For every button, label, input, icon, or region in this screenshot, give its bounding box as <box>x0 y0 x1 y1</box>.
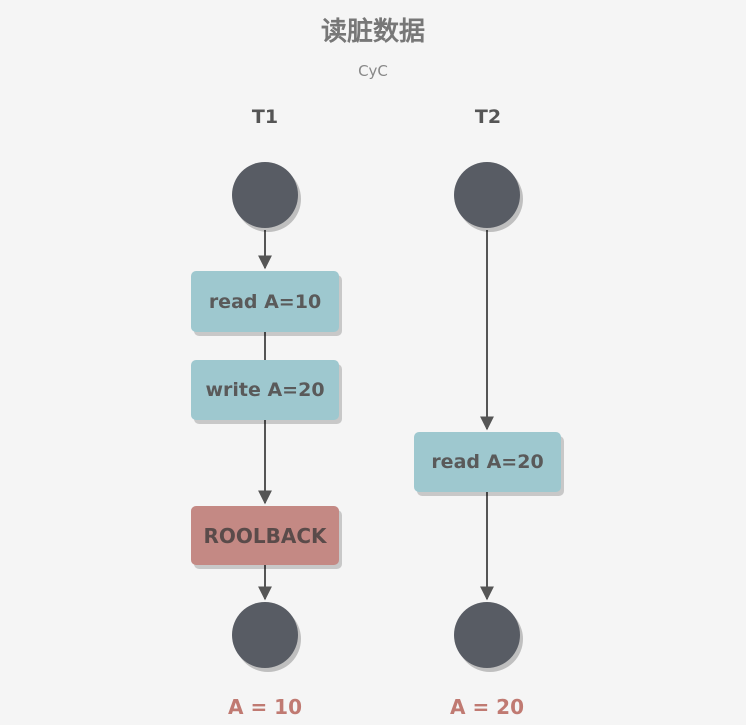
t1-end-node <box>232 602 298 668</box>
t1-read-step: read A=10 <box>191 271 339 332</box>
t1-result: A = 10 <box>228 695 302 719</box>
lane-label-t1: T1 <box>251 106 279 128</box>
t2-result: A = 20 <box>450 695 524 719</box>
diagram-title: 读脏数据 <box>320 17 425 47</box>
diagram-subtitle: CyC <box>358 62 388 80</box>
t1-start-node <box>232 162 298 228</box>
t1-write-step: write A=20 <box>191 360 339 420</box>
t2-read-step: read A=20 <box>414 432 561 492</box>
lane-label-t2: T2 <box>474 106 502 128</box>
t2-start-node <box>454 162 520 228</box>
t2-end-node <box>454 602 520 668</box>
t1-rollback-step: ROOLBACK <box>191 506 339 565</box>
